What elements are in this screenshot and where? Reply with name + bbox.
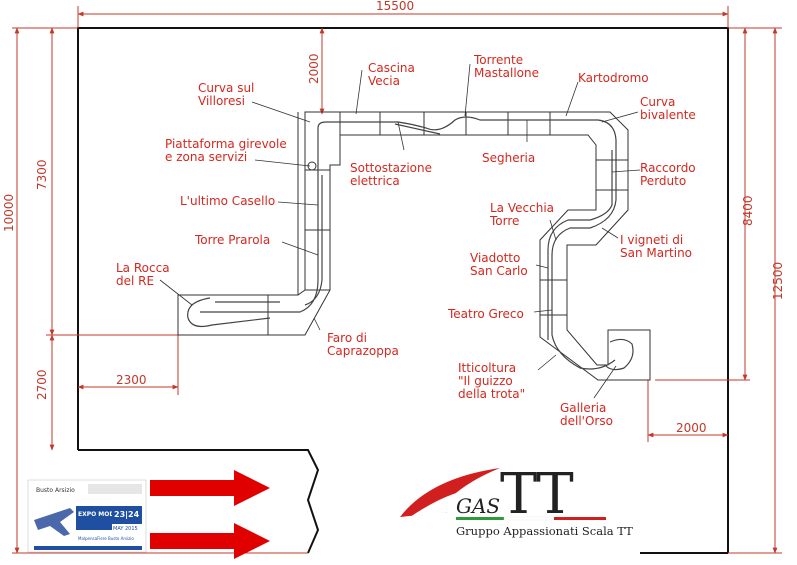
- dimension-texts: 15500 10000 7300 2700 2000 2300 8400 125…: [2, 0, 785, 435]
- dim-top-inner: 2000: [307, 53, 321, 84]
- expo-venue: MalpensaFiere Busto Arsizio: [78, 536, 134, 541]
- place-label-torre-prarola: Torre Prarola: [194, 233, 270, 247]
- dim-left-bottom: 2700: [35, 369, 49, 400]
- plane-icon: [34, 508, 74, 536]
- place-label-teatro-greco: Teatro Greco: [447, 307, 524, 321]
- swoosh-icon: [400, 468, 500, 517]
- place-label-kartodromo: Kartodromo: [578, 71, 649, 85]
- dim-top-width: 15500: [376, 0, 414, 13]
- entrance-arrows: [150, 470, 270, 559]
- expo-model-show-logo: Busto Arsizio EXPO MODEL SHOW 23|24 MAY …: [27, 479, 147, 553]
- brand-subtitle: Gruppo Appassionati Scala TT: [456, 524, 633, 538]
- room-outline: [77, 27, 729, 554]
- dim-bottom-right: 2000: [676, 421, 707, 435]
- expo-month: MAY 2015: [113, 526, 138, 532]
- dim-left-inner: 7300: [35, 159, 49, 190]
- track-lines: [187, 116, 634, 371]
- leader-lines: [159, 63, 641, 399]
- place-label-ultimo-casello: L'ultimo Casello: [180, 194, 275, 208]
- dimension-lines: [12, 6, 782, 554]
- dim-bottom-left: 2300: [116, 373, 147, 387]
- gas-tt-logo: GAS TT Gruppo Appassionati Scala TT: [400, 462, 633, 538]
- arrow-right-icon: [150, 470, 270, 506]
- expo-date: 23|24: [114, 510, 140, 519]
- place-label-segheria: Segheria: [482, 151, 535, 165]
- arrow-right-icon: [150, 523, 270, 559]
- expo-name: EXPO MODEL SHOW: [78, 511, 146, 518]
- brand-gas: GAS: [456, 494, 500, 518]
- brand-tt: TT: [500, 462, 573, 527]
- expo-city: Busto Arsizio: [36, 487, 75, 494]
- dim-right-outer: 12500: [771, 262, 785, 300]
- dim-right-inner: 8400: [741, 195, 755, 226]
- dim-left-height: 10000: [2, 194, 16, 232]
